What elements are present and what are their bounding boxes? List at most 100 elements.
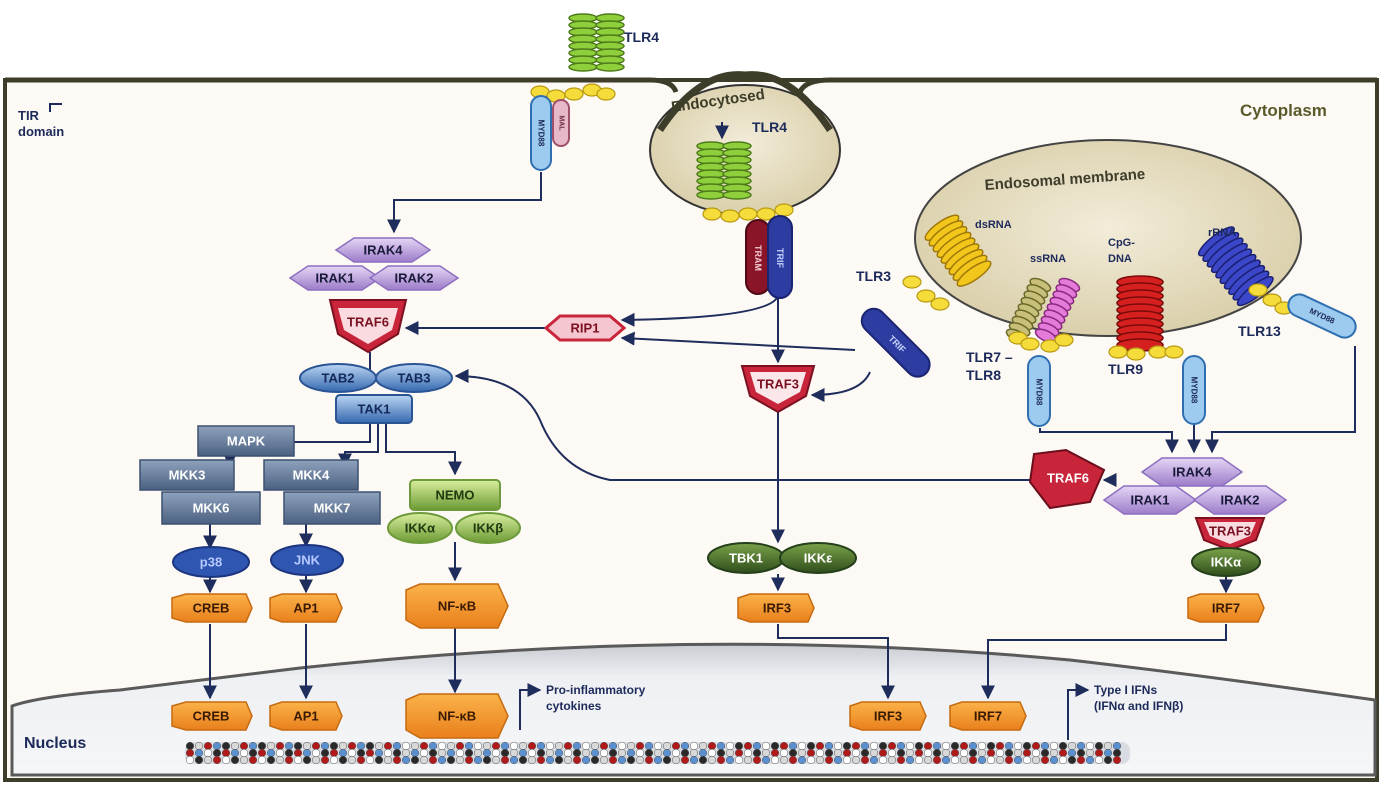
tlr4-endo-coil-a bbox=[696, 141, 726, 200]
irf7-nucleus: IRF7 bbox=[949, 701, 1027, 731]
pathway-lines bbox=[203, 172, 1356, 740]
mapk-text: MAPK bbox=[227, 434, 266, 449]
irak-complex-right: IRAK4 IRAK1 IRAK2 bbox=[1102, 457, 1288, 515]
irf3-nucleus: IRF3 bbox=[849, 701, 927, 731]
myd88-tlr9-adaptor: MYD88 bbox=[1182, 355, 1206, 425]
irf3-cyto-text: IRF3 bbox=[763, 601, 791, 616]
tlr3-coil bbox=[924, 214, 992, 287]
p38: p38 bbox=[172, 546, 250, 578]
cytoplasm-label: Cytoplasm bbox=[1240, 101, 1327, 120]
rip1: RIP1 bbox=[543, 314, 627, 342]
mkk4-text: MKK4 bbox=[293, 468, 331, 483]
tlr3-label: TLR3 bbox=[856, 268, 891, 284]
irf7-nuc-text: IRF7 bbox=[974, 709, 1002, 724]
mal-text: MAL bbox=[558, 115, 565, 131]
proinflammatory-line1: Pro-inflammatory bbox=[546, 683, 646, 697]
mapk-cascade: MAPK MKK3 MKK6 MKK4 MKK7 bbox=[139, 425, 381, 525]
myd88-tlr13-adaptor: MYD88 bbox=[1287, 293, 1357, 339]
ap1-cyto-text: AP1 bbox=[293, 601, 318, 616]
tlr9-label: TLR9 bbox=[1108, 361, 1143, 377]
tlr9-coil bbox=[1116, 275, 1164, 352]
rip1-text: RIP1 bbox=[571, 321, 600, 336]
ikka-right: IKKα bbox=[1191, 547, 1261, 577]
ikka-left-text: IKKα bbox=[405, 521, 435, 536]
myd88-text: MYD88 bbox=[537, 120, 546, 147]
ikke-text: IKKε bbox=[804, 551, 833, 566]
tlr4-surface-coil-b bbox=[595, 13, 625, 72]
irf3-cytoplasm: IRF3 bbox=[737, 593, 815, 623]
tab-tak-complex: TAB2 TAB3 TAK1 bbox=[299, 363, 453, 424]
ikkb-text: IKKβ bbox=[473, 521, 503, 536]
tlr78-label-line2: TLR8 bbox=[966, 367, 1001, 383]
irf7-cytoplasm: IRF7 bbox=[1187, 593, 1265, 623]
traf6-right-text: TRAF6 bbox=[1047, 471, 1089, 486]
traf3-center-text: TRAF3 bbox=[757, 377, 799, 392]
traf3-right-text: TRAF3 bbox=[1209, 524, 1251, 539]
myd88-tlr9-text: MYD88 bbox=[1190, 377, 1199, 404]
mkk7-text: MKK7 bbox=[314, 501, 351, 516]
tir-label-line2: domain bbox=[18, 124, 64, 139]
ikk-complex: NEMO IKKα IKKβ bbox=[387, 479, 521, 544]
creb-nuc-text: CREB bbox=[193, 709, 230, 724]
nfkb-nucleus: NF-κB bbox=[405, 693, 509, 739]
nfkb-cyto-text: NF-κB bbox=[438, 599, 476, 614]
tlr4-endocytosed-label: TLR4 bbox=[752, 119, 787, 135]
traf3-center: TRAF3 bbox=[740, 365, 816, 414]
tlr4-surface-label: TLR4 bbox=[624, 29, 659, 45]
tir-domains bbox=[530, 83, 1294, 361]
ap1-nucleus: AP1 bbox=[269, 701, 343, 731]
tlr4-surface-receptor: TLR4 bbox=[624, 29, 659, 45]
proinflammatory-line2: cytokines bbox=[546, 699, 602, 713]
tram-text: TRAM bbox=[753, 245, 763, 271]
cpg-label-line2: DNA bbox=[1108, 253, 1132, 265]
tbk1-ikke-complex: TBK1 IKKε bbox=[707, 542, 857, 574]
tlr4-endo-coil-b bbox=[722, 141, 752, 200]
mkk3-text: MKK3 bbox=[169, 468, 206, 483]
creb-cyto-text: CREB bbox=[193, 601, 230, 616]
irak-complex-left: IRAK4 IRAK1 IRAK2 bbox=[288, 237, 460, 291]
endosome bbox=[914, 139, 1302, 337]
irak4-left: IRAK4 bbox=[363, 243, 403, 258]
myd88-tlr78-adaptor: MYD88 bbox=[1027, 355, 1051, 427]
irak2-left: IRAK2 bbox=[394, 271, 433, 286]
myd88-tlr78-text: MYD88 bbox=[1035, 379, 1044, 406]
creb-nucleus: CREB bbox=[171, 701, 253, 731]
rrna-label: rRNA bbox=[1208, 227, 1236, 239]
tir-label-pointer bbox=[49, 103, 62, 112]
tlr4-surface-coil-a bbox=[568, 13, 598, 72]
nucleus-label: Nucleus bbox=[24, 735, 86, 752]
irak4-right: IRAK4 bbox=[1172, 465, 1212, 480]
traf6-left: TRAF6 bbox=[328, 299, 408, 354]
tbk1-text: TBK1 bbox=[729, 551, 763, 566]
jnk: JNK bbox=[270, 544, 344, 576]
jnk-text: JNK bbox=[294, 553, 321, 568]
p38-text: p38 bbox=[200, 555, 222, 570]
irf7-cyto-text: IRF7 bbox=[1212, 601, 1240, 616]
tlr13-label: TLR13 bbox=[1238, 323, 1281, 339]
nfkb-nuc-text: NF-κB bbox=[438, 709, 476, 724]
ap1-cytoplasm: AP1 bbox=[269, 593, 343, 623]
irak2-right: IRAK2 bbox=[1220, 493, 1259, 508]
tram-trif-adaptor: TRAM TRIF bbox=[745, 215, 793, 299]
tlr78-coil-b bbox=[1034, 277, 1081, 343]
irak1-left: IRAK1 bbox=[315, 271, 354, 286]
nfkb-cytoplasm: NF-κB bbox=[405, 583, 509, 629]
tlr78-label-line1: TLR7 – bbox=[966, 349, 1013, 365]
traf6-right: TRAF6 bbox=[1028, 448, 1106, 510]
cpg-label-line1: CpG- bbox=[1108, 237, 1135, 249]
tlr4-endo-receptor: TLR4 bbox=[752, 119, 787, 135]
type1-ifn-line2: (IFNα and IFNβ) bbox=[1094, 699, 1183, 713]
ap1-nuc-text: AP1 bbox=[293, 709, 318, 724]
tlr78-coil-a bbox=[1005, 277, 1052, 343]
tab2-text: TAB2 bbox=[322, 371, 355, 386]
trif-text: TRIF bbox=[775, 248, 785, 268]
irak1-right: IRAK1 bbox=[1130, 493, 1169, 508]
traf6-left-text: TRAF6 bbox=[347, 315, 389, 330]
myd88-mal-adaptor: MYD88 MAL bbox=[530, 95, 570, 171]
creb-cytoplasm: CREB bbox=[171, 593, 253, 623]
dna-strand bbox=[185, 741, 1130, 765]
plasma-membrane bbox=[5, 77, 1377, 94]
ssrna-label: ssRNA bbox=[1030, 253, 1066, 265]
